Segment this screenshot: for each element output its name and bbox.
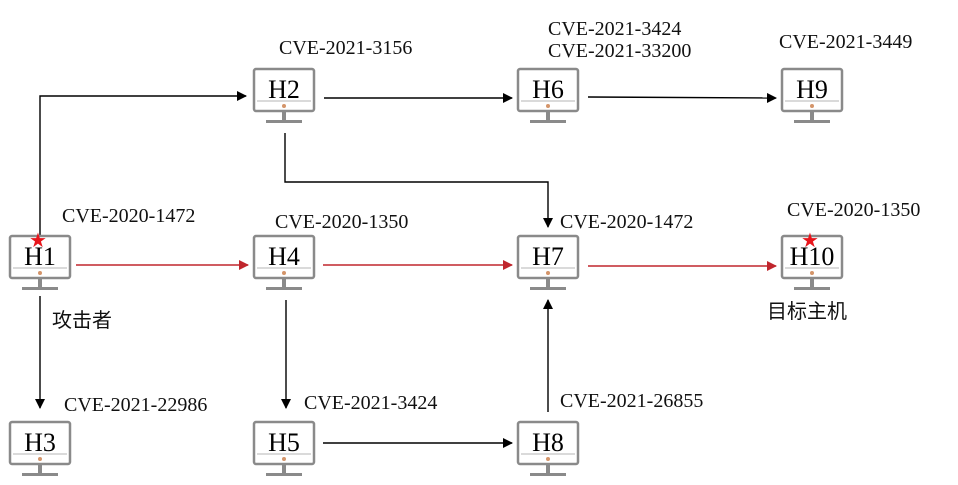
cve-label-h4: CVE-2020-1350 bbox=[275, 211, 408, 233]
cve-id: CVE-2021-33200 bbox=[548, 40, 691, 62]
host-h10[interactable]: H10★ bbox=[780, 228, 844, 290]
cve-id: CVE-2021-3424 bbox=[548, 18, 681, 40]
monitor-power-dot bbox=[282, 104, 286, 108]
cve-id: CVE-2020-1472 bbox=[560, 211, 693, 233]
host-label: H4 bbox=[268, 242, 300, 271]
host-label: H3 bbox=[24, 428, 56, 457]
cve-label-h9: CVE-2021-3449 bbox=[779, 31, 912, 53]
monitor-base bbox=[530, 473, 566, 476]
host-label: H6 bbox=[532, 75, 564, 104]
cve-id: CVE-2020-1350 bbox=[275, 211, 408, 233]
host-label: H5 bbox=[268, 428, 300, 457]
monitor-power-dot bbox=[546, 271, 550, 275]
monitor-power-dot bbox=[38, 271, 42, 275]
host-label: H8 bbox=[532, 428, 564, 457]
monitor-neck bbox=[546, 111, 550, 121]
monitor-base bbox=[22, 287, 58, 290]
cve-label-h10: CVE-2020-1350 bbox=[787, 199, 920, 221]
cve-id: CVE-2020-1472 bbox=[62, 205, 195, 227]
cve-id: CVE-2020-1350 bbox=[787, 199, 920, 221]
host-label: H2 bbox=[268, 75, 300, 104]
host-h5[interactable]: H5 bbox=[252, 420, 316, 476]
monitor-neck bbox=[546, 278, 550, 288]
monitor-base bbox=[530, 120, 566, 123]
cve-label-h7: CVE-2020-1472 bbox=[560, 211, 693, 233]
edge-h1-h2 bbox=[39, 91, 247, 236]
cve-label-h1: CVE-2020-1472 bbox=[62, 205, 195, 227]
cve-id: CVE-2021-3449 bbox=[779, 31, 912, 53]
host-h4[interactable]: H4 bbox=[252, 234, 316, 290]
monitor-power-dot bbox=[38, 457, 42, 461]
monitor-base bbox=[794, 120, 830, 123]
cve-label-h2: CVE-2021-3156 bbox=[279, 37, 412, 59]
edge-h6-h9 bbox=[587, 92, 777, 103]
monitor-power-dot bbox=[546, 104, 550, 108]
edge-h2-h7 bbox=[284, 133, 553, 228]
edges-layer bbox=[35, 91, 777, 448]
star-icon: ★ bbox=[29, 228, 47, 252]
host-label: H10 bbox=[790, 242, 835, 271]
monitor-neck bbox=[38, 278, 42, 288]
monitor-base bbox=[22, 473, 58, 476]
host-h7[interactable]: H7 bbox=[516, 234, 580, 290]
monitor-power-dot bbox=[546, 457, 550, 461]
monitor-neck bbox=[810, 278, 814, 288]
monitor-neck bbox=[282, 278, 286, 288]
host-h6[interactable]: H6 bbox=[516, 67, 580, 123]
host-h2[interactable]: H2 bbox=[252, 67, 316, 123]
target-label: 目标主机 bbox=[767, 299, 847, 323]
star-icon: ★ bbox=[801, 228, 819, 252]
host-h8[interactable]: H8 bbox=[516, 420, 580, 476]
monitor-base bbox=[266, 473, 302, 476]
monitor-neck bbox=[282, 464, 286, 474]
host-label: H1 bbox=[24, 242, 56, 271]
cve-id: CVE-2021-26855 bbox=[560, 390, 703, 412]
monitor-neck bbox=[282, 111, 286, 121]
cve-id: CVE-2021-22986 bbox=[64, 394, 207, 416]
monitor-power-dot bbox=[810, 271, 814, 275]
monitor-power-dot bbox=[810, 104, 814, 108]
cve-label-h5: CVE-2021-3424 bbox=[304, 392, 437, 414]
cve-id: CVE-2021-3156 bbox=[279, 37, 412, 59]
monitor-base bbox=[530, 287, 566, 290]
monitor-neck bbox=[38, 464, 42, 474]
attacker-label: 攻击者 bbox=[52, 308, 112, 332]
monitor-neck bbox=[546, 464, 550, 474]
monitor-base bbox=[794, 287, 830, 290]
host-h9[interactable]: H9 bbox=[780, 67, 844, 123]
cve-label-h3: CVE-2021-22986 bbox=[64, 394, 207, 416]
host-label: H9 bbox=[796, 75, 828, 104]
monitor-power-dot bbox=[282, 271, 286, 275]
host-h3[interactable]: H3 bbox=[8, 420, 72, 476]
host-label: H7 bbox=[532, 242, 564, 271]
monitor-power-dot bbox=[282, 457, 286, 461]
host-h1[interactable]: H1★ bbox=[8, 228, 72, 290]
cve-label-h8: CVE-2021-26855 bbox=[560, 390, 703, 412]
monitor-neck bbox=[810, 111, 814, 121]
vulnerability-labels: CVE-2020-1472 CVE-2021-3156CVE-2021-22986… bbox=[62, 18, 920, 416]
monitor-base bbox=[266, 120, 302, 123]
monitor-base bbox=[266, 287, 302, 290]
cve-id: CVE-2021-3424 bbox=[304, 392, 437, 414]
